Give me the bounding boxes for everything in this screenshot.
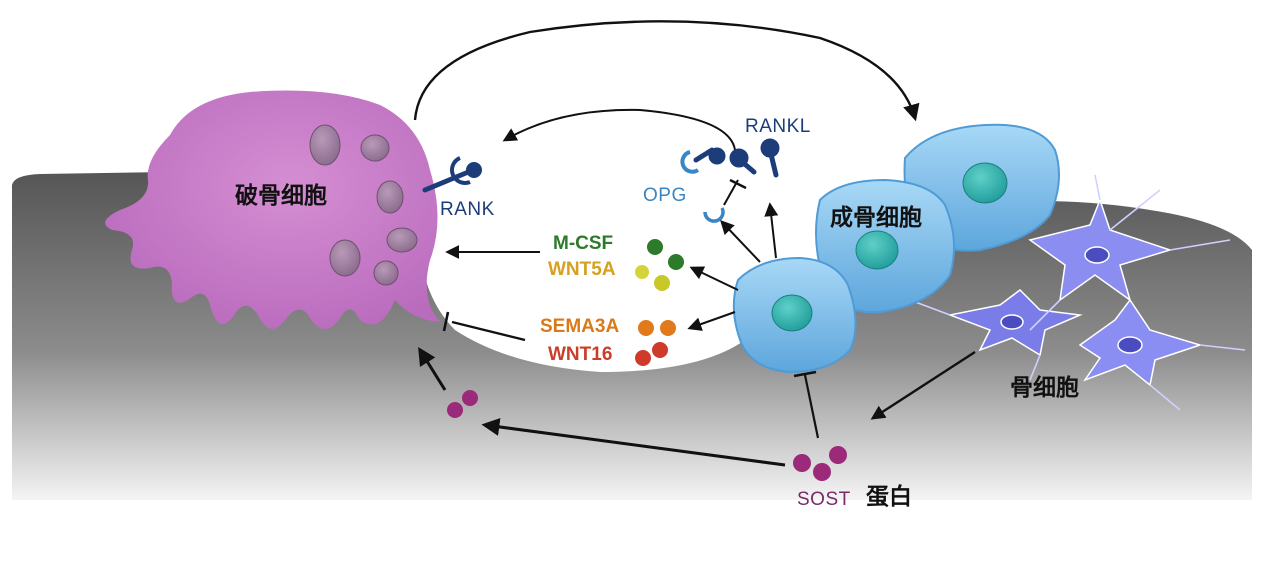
sost-inhibit-osteoblast-line xyxy=(803,374,820,439)
sost-dots xyxy=(793,446,847,481)
osteocyte-label: 骨细胞 xyxy=(1010,375,1079,401)
sost-to-osteoclast-arrow xyxy=(481,417,786,467)
sost-label: SOST xyxy=(797,489,851,510)
ob-to-opg-arrow xyxy=(720,219,761,263)
wnt5a-dots xyxy=(635,265,670,291)
osteocytes xyxy=(947,197,1203,387)
rank-receptor-icon xyxy=(422,156,482,193)
opg-label: OPG xyxy=(643,185,687,206)
mcsf-dots xyxy=(647,239,684,270)
ob-to-rankl-arrow xyxy=(764,202,779,259)
sost-dots-to-osteoclast-arrow xyxy=(418,346,447,391)
mcsf-label: M-CSF xyxy=(553,233,614,254)
wnt5a-label: WNT5A xyxy=(548,259,616,280)
sema3a-inhibition-bar xyxy=(442,311,450,332)
sost-dots-near-osteoclast xyxy=(447,390,478,418)
sema3a-dots xyxy=(638,320,676,336)
wnt16-label: WNT16 xyxy=(548,344,613,365)
sema3a-label: SEMA3A xyxy=(540,316,620,337)
rankl-label: RANKL xyxy=(745,116,811,137)
rank-label: RANK xyxy=(440,199,495,220)
osteoblast-label: 成骨细胞 xyxy=(830,205,922,231)
ob-to-sema3a-arrow xyxy=(687,311,736,331)
osteoclast-nuclei xyxy=(309,124,418,286)
osteoclast-label: 破骨细胞 xyxy=(235,183,327,209)
resorption-lacuna xyxy=(410,110,763,373)
opg-inhibition-bar xyxy=(729,178,747,190)
ob-to-wnt5a-arrow xyxy=(689,266,739,291)
osteocyte-to-sost-arrow xyxy=(870,350,976,420)
osteocyte-dendrites xyxy=(909,174,1246,411)
rankl-to-rank-arrow xyxy=(502,108,736,151)
osteoblast-nuclei xyxy=(771,162,1008,332)
sost-inhibit-osteoblast-bar xyxy=(793,370,817,378)
wnt16-dots xyxy=(635,342,668,366)
opg-icon xyxy=(680,147,725,223)
sost-protein-label: 蛋白 xyxy=(866,484,912,510)
rankl-ligand-icons xyxy=(708,138,780,178)
cycle-arrow xyxy=(413,20,920,122)
sema3a-inhibition-line xyxy=(451,320,526,342)
